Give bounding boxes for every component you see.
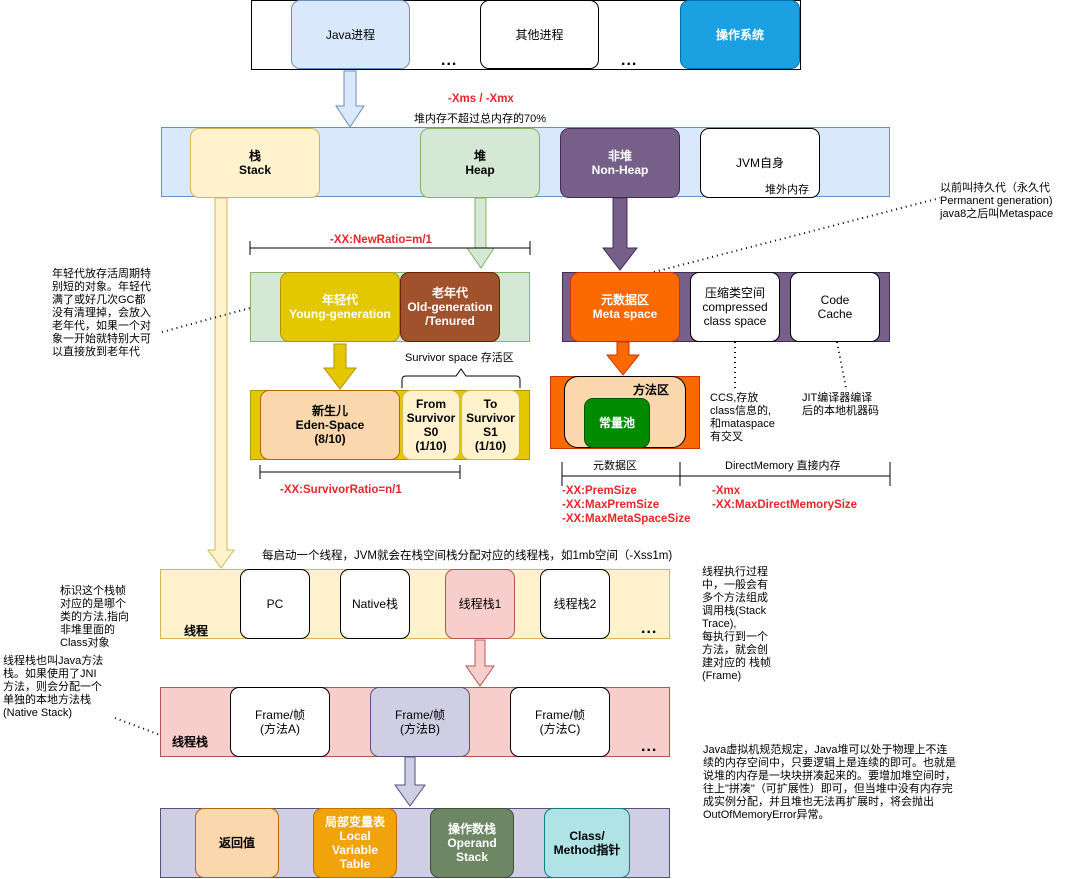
execution-note: 线程执行过程 中，一般会有 多个方法组成 调用栈(Stack Trace), 每… xyxy=(702,566,772,682)
heap-size-flags: -Xms / -Xmx xyxy=(448,93,514,105)
thread-stack-2-label: 线程栈2 xyxy=(553,597,597,611)
survivor-s0-label: From Survivor S0 (1/10) xyxy=(406,397,456,453)
non-heap-box: 非堆 Non-Heap xyxy=(560,128,680,198)
java-process-box: Java进程 xyxy=(291,0,410,69)
compressed-class-space-label: 压缩类空间 compressed class space xyxy=(702,286,768,328)
frame-b-box: Frame/帧 (方法B) xyxy=(370,687,470,757)
process-ellipsis-2: ... xyxy=(621,52,638,69)
permgen-note: 以前叫持久代（永久代 Permanent generation) java8之后… xyxy=(940,182,1054,220)
constant-pool-label: 常量池 xyxy=(598,416,635,430)
native-stack-note: 线程栈也叫Java方法 栈。如果使用了JNI 方法，则会分配一个 单独的本地方法… xyxy=(3,655,104,719)
survivor-s0-box: From Survivor S0 (1/10) xyxy=(402,390,460,460)
process-ellipsis-1: ... xyxy=(441,52,458,69)
old-generation-label: 老年代 Old-generation /Tenured xyxy=(407,286,493,328)
thread-stack-2-box: 线程栈2 xyxy=(540,569,610,639)
direct-flag-1: -XX:MaxDirectMemorySize xyxy=(712,499,858,511)
meta-flag-2: -XX:MaxMetaSpaceSize xyxy=(562,513,691,525)
metaspace-label: 元数据区 Meta space xyxy=(592,293,658,321)
stack-label: 栈 Stack xyxy=(238,149,272,177)
young-generation-label: 年轻代 Young-generation xyxy=(289,293,391,321)
metaspace-box: 元数据区 Meta space xyxy=(570,272,680,342)
java-process-label: Java进程 xyxy=(325,27,376,42)
survivorratio-range xyxy=(259,465,461,479)
non-heap-label: 非堆 Non-Heap xyxy=(591,149,649,177)
constant-pool-box: 常量池 xyxy=(584,398,650,448)
thread-note: 每启动一个线程，JVM就会在栈空间栈分配对应的线程栈，如1mb空间（-Xss1m… xyxy=(262,550,673,562)
newratio-range xyxy=(249,241,531,255)
survivor-space-label: Survivor space 存活区 xyxy=(405,352,514,364)
arrow-stack1-to-frames xyxy=(465,639,495,687)
return-value-label: 返回值 xyxy=(218,836,255,850)
os-label: 操作系统 xyxy=(715,27,764,42)
old-generation-box: 老年代 Old-generation /Tenured xyxy=(400,272,500,342)
operand-stack-box: 操作数栈 Operand Stack xyxy=(430,808,514,878)
jvm-self-label: JVM自身 xyxy=(735,156,784,170)
ccs-note: CCS,存放 class信息的, 和mataspace 有交叉 xyxy=(710,392,775,443)
new-ratio-flag: -XX:NewRatio=m/1 xyxy=(330,234,432,246)
code-cache-label: Code Cache xyxy=(817,293,853,321)
direct-memory-label: DirectMemory 直接内存 xyxy=(725,460,841,472)
thread-stack-1-label: 线程栈1 xyxy=(458,597,502,611)
meta-flag-0: -XX:PremSize xyxy=(562,485,637,497)
arrow-metaspace-to-method-area xyxy=(605,341,641,376)
arrow-process-to-memory xyxy=(335,70,365,128)
young-generation-box: 年轻代 Young-generation xyxy=(280,272,400,342)
heap-label: 堆 Heap xyxy=(465,149,495,177)
direct-flag-0: -Xmx xyxy=(712,485,741,497)
compressed-class-space-box: 压缩类空间 compressed class space xyxy=(690,272,780,342)
off-heap-label: 堆外内存 xyxy=(765,184,809,196)
other-process-box: 其他进程 xyxy=(480,0,599,69)
arrow-young-to-eden xyxy=(322,343,358,390)
dotted-callouts xyxy=(114,197,941,736)
arrow-heap-to-generations xyxy=(466,197,495,269)
survivor-s1-box: To Survivor S1 (1/10) xyxy=(461,390,520,460)
meta-direct-range xyxy=(561,462,891,486)
class-method-pointer-box: Class/ Method指针 xyxy=(544,808,630,878)
other-process-label: 其他进程 xyxy=(515,27,564,42)
eden-space-label: 新生儿 Eden-Space (8/10) xyxy=(295,404,365,446)
frame-b-label: Frame/帧 (方法B) xyxy=(394,708,445,736)
young-generation-note: 年轻代放存活周期特 别短的对象。年轻代 满了或好几次GC都 没有清理掉，会放入 … xyxy=(52,268,151,358)
heap-size-note: 堆内存不超过总内存的70% xyxy=(414,113,547,125)
stack-box: 栈 Stack xyxy=(190,128,320,198)
frame-ellipsis: ... xyxy=(641,738,658,755)
method-area-label: 方法区 xyxy=(633,383,670,397)
meta-flag-1: -XX:MaxPremSize xyxy=(562,499,660,511)
survivor-s1-label: To Survivor S1 (1/10) xyxy=(466,397,515,453)
code-cache-box: Code Cache xyxy=(790,272,880,342)
survivor-ratio-flag: -XX:SurvivorRatio=n/1 xyxy=(280,484,402,496)
heap-spec-note: Java虚拟机规范规定，Java堆可以处于物理上不连 续的内存空间中，只要逻辑上… xyxy=(703,744,956,821)
frame-row-label: 线程栈 xyxy=(172,735,209,749)
eden-space-box: 新生儿 Eden-Space (8/10) xyxy=(260,390,400,460)
frame-c-box: Frame/帧 (方法C) xyxy=(510,687,610,757)
heap-box: 堆 Heap xyxy=(420,128,540,198)
jvm-self-box: JVM自身 xyxy=(700,128,820,198)
native-stack-label: Native栈 xyxy=(351,597,398,611)
thread-ellipsis: ... xyxy=(641,620,658,637)
jit-note: JIT编译器编译 后的本地机器码 xyxy=(802,392,879,417)
return-value-box: 返回值 xyxy=(195,808,279,878)
survivor-brace xyxy=(401,368,521,388)
meta-range-label: 元数据区 xyxy=(593,460,637,472)
pc-box: PC xyxy=(240,569,310,639)
operand-stack-label: 操作数栈 Operand Stack xyxy=(447,822,497,864)
os-box: 操作系统 xyxy=(680,0,800,69)
thread-label: 线程 xyxy=(184,624,209,638)
frame-c-label: Frame/帧 (方法C) xyxy=(534,708,585,736)
arrow-nonheap-to-metaspace xyxy=(601,197,639,271)
native-stack-box: Native栈 xyxy=(340,569,410,639)
frame-a-label: Frame/帧 (方法A) xyxy=(254,708,305,736)
class-method-pointer-label: Class/ Method指针 xyxy=(553,829,621,857)
pc-note: 标识这个栈帧 对应的是哪个 类的方法,指向 非堆里面的 Class对象 xyxy=(60,585,130,649)
pc-label: PC xyxy=(266,597,284,611)
local-variable-table-label: 局部变量表 Local Variable Table xyxy=(324,815,385,871)
frame-a-box: Frame/帧 (方法A) xyxy=(230,687,330,757)
thread-stack-1-box: 线程栈1 xyxy=(445,569,515,639)
local-variable-table-box: 局部变量表 Local Variable Table xyxy=(313,808,397,878)
arrow-frameb-to-parts xyxy=(394,756,426,807)
arrow-stack-to-thread xyxy=(207,197,235,569)
